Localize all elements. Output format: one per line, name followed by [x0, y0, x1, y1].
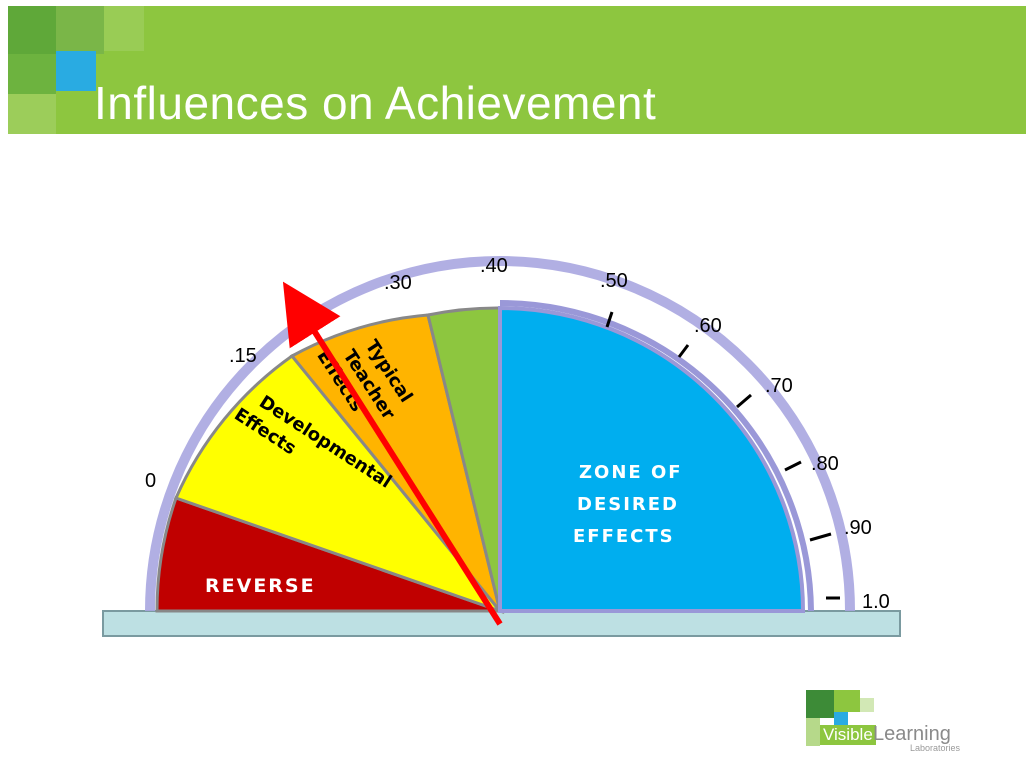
logo-square-green — [834, 690, 860, 712]
tick-mark-90 — [809, 532, 832, 542]
banner-square-green — [8, 54, 56, 94]
gauge-rim — [145, 256, 855, 612]
tick-label-70: .70 — [765, 375, 793, 397]
zone-label-line1: ZONE OF — [579, 462, 683, 483]
tick-mark-80 — [784, 460, 802, 472]
tick-label-60: .60 — [694, 315, 722, 337]
sector-desired-effects-rim — [499, 300, 814, 612]
tick-label-15: .15 — [229, 345, 257, 367]
sector-desired-effects — [498, 305, 806, 613]
banner-square-light — [8, 94, 56, 134]
gauge-base — [102, 610, 901, 637]
logo-square-pale — [860, 698, 874, 712]
banner-square-dark — [8, 6, 56, 54]
reverse-label: REVERSE — [205, 575, 316, 597]
logo-laboratories-text: Laboratories — [910, 743, 961, 753]
tick-mark-60 — [677, 344, 690, 358]
banner-square-blue — [56, 51, 96, 91]
tick-label-100: 1.0 — [862, 591, 890, 613]
banner-square-mid — [56, 6, 104, 54]
tick-mark-50 — [605, 311, 614, 328]
tick-label-50: .50 — [600, 270, 628, 292]
page-title: Influences on Achievement — [94, 77, 657, 129]
logo-visible-text: Visible — [820, 725, 876, 745]
tick-label-40: .40 — [480, 255, 508, 277]
logo-square-light — [806, 718, 820, 746]
title-banner: Influences on Achievement — [8, 6, 1026, 134]
needle-arrow — [282, 281, 503, 626]
zone-label-line3: EFFECTS — [573, 526, 675, 547]
tick-label-30: .30 — [384, 272, 412, 294]
logo-learning-text: Learning — [873, 723, 951, 745]
logo-square-blue — [834, 712, 848, 726]
banner-square-light2 — [104, 6, 144, 51]
zone-label-line2: DESIRED — [577, 494, 679, 515]
logo-square-dark — [806, 690, 834, 718]
tick-label-80: .80 — [811, 453, 839, 475]
sector-developmental — [173, 353, 505, 615]
tick-label-90: .90 — [844, 517, 872, 539]
tick-label-0: 0 — [145, 470, 156, 492]
visible-learning-logo: Visible Learning Laboratories — [806, 690, 996, 753]
tick-mark-70 — [736, 393, 752, 409]
